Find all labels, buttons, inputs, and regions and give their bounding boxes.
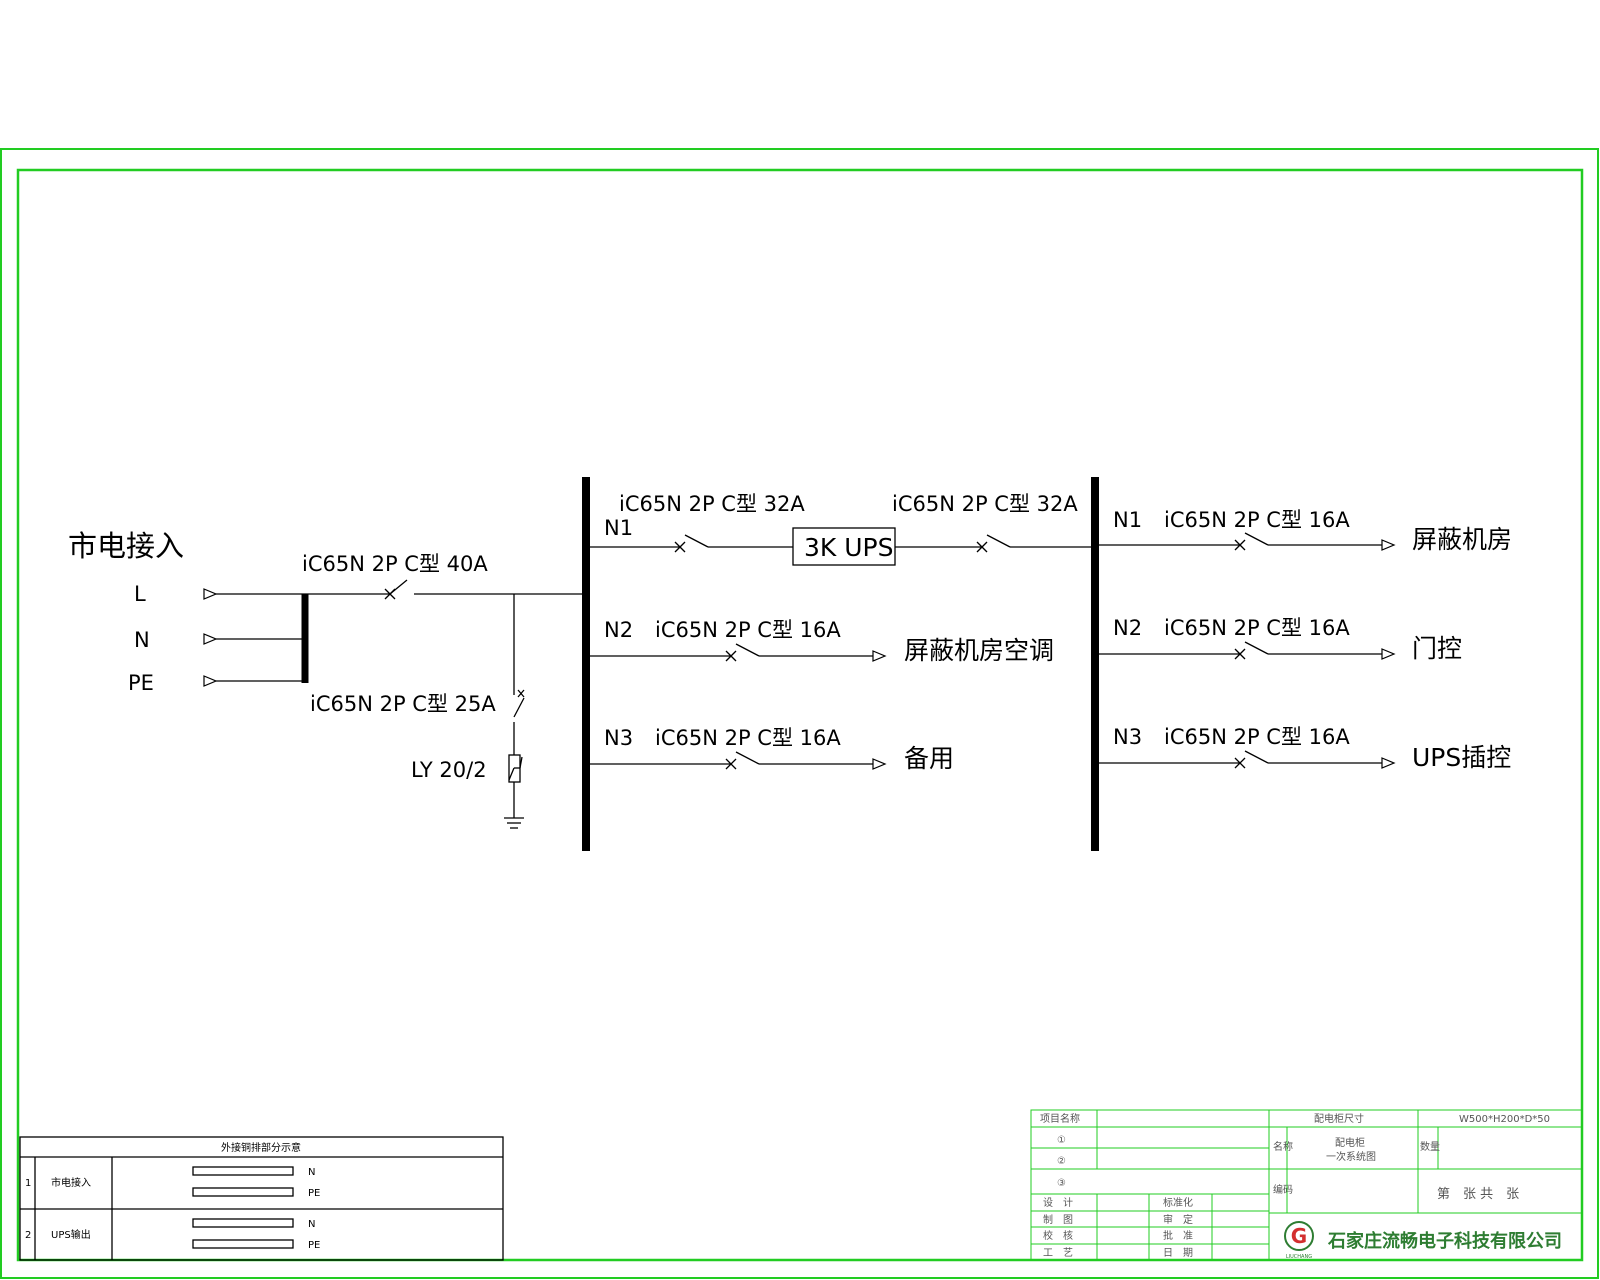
bus1-n2-load: 屏蔽机房空调 bbox=[904, 636, 1054, 665]
bus1-circuit-n2 bbox=[590, 643, 887, 662]
ups-label: 3K UPS bbox=[804, 533, 894, 562]
bus2-n1-breaker: iC65N 2P C型 16A bbox=[1164, 508, 1350, 532]
main-breaker bbox=[216, 579, 586, 600]
bus2-n2-id: N2 bbox=[1113, 616, 1142, 640]
tb-name-value-2: 一次系统图 bbox=[1326, 1150, 1376, 1163]
title-block-grid bbox=[1030, 1109, 1583, 1261]
tb-item-1: ① bbox=[1057, 1135, 1066, 1146]
company-name: 石家庄流畅电子科技有限公司 bbox=[1327, 1230, 1562, 1252]
tb-role-check: 校 核 bbox=[1043, 1229, 1073, 1242]
bus1-n3-id: N3 bbox=[604, 726, 633, 750]
svg-text:LIUCHANG: LIUCHANG bbox=[1286, 1254, 1312, 1260]
ground-symbol bbox=[504, 782, 524, 829]
inner-frame bbox=[16, 168, 1584, 1262]
tb-role-process: 工 艺 bbox=[1043, 1247, 1073, 1259]
copper-row1-bar2: PE bbox=[308, 1188, 320, 1199]
copper-row2-bar2: PE bbox=[308, 1240, 320, 1251]
tb-item-3: ③ bbox=[1057, 1178, 1066, 1189]
copper-table-title: 外接铜排部分示意 bbox=[221, 1141, 301, 1154]
bus1-n2-arrow bbox=[872, 650, 887, 662]
phase-n-label: N bbox=[134, 628, 150, 652]
copper-row1-bar1: N bbox=[308, 1167, 315, 1178]
phase-pe-label: PE bbox=[128, 671, 154, 695]
copper-table bbox=[19, 1136, 504, 1261]
surge-protector bbox=[508, 754, 523, 783]
tb-sheet-label: 第 张 共 张 bbox=[1437, 1187, 1519, 1202]
bus1-n1-id: N1 bbox=[604, 516, 633, 540]
copper-row1-name: 市电接入 bbox=[51, 1176, 91, 1189]
bus2-n1-arrow bbox=[1381, 539, 1396, 551]
bus2-n3-load: UPS插控 bbox=[1412, 743, 1511, 772]
spd-breaker-label: iC65N 2P C型 25A bbox=[310, 692, 496, 716]
svg-text:G: G bbox=[1291, 1224, 1307, 1248]
bus2-n3-breaker: iC65N 2P C型 16A bbox=[1164, 725, 1350, 749]
bus1-circuit-n1 bbox=[590, 527, 1094, 566]
phase-l-terminal bbox=[203, 588, 218, 600]
outer-frame bbox=[0, 148, 1599, 1279]
company-logo: G LIUCHANG bbox=[1284, 1221, 1314, 1260]
copper-row2-name: UPS输出 bbox=[51, 1228, 91, 1241]
spd-label: LY 20/2 bbox=[411, 758, 487, 782]
bus2-n1-load: 屏蔽机房 bbox=[1412, 525, 1512, 554]
bus2-n3-arrow bbox=[1381, 757, 1396, 769]
bus1-circuit-n3 bbox=[590, 751, 887, 770]
bus1-n3-load: 备用 bbox=[904, 744, 954, 773]
main-breaker-label: iC65N 2P C型 40A bbox=[302, 552, 488, 576]
tb-role-approve: 批 准 bbox=[1163, 1229, 1193, 1242]
bus2-circuit-n2 bbox=[1099, 641, 1396, 660]
tb-name-value-1: 配电柜 bbox=[1335, 1136, 1365, 1149]
spd-branch bbox=[513, 594, 525, 755]
source-title: 市电接入 bbox=[68, 529, 184, 563]
bus1-n2-id: N2 bbox=[604, 618, 633, 642]
tb-item-2: ② bbox=[1057, 1156, 1066, 1167]
bus2-n2-arrow bbox=[1381, 648, 1396, 660]
tb-role-standard: 标准化 bbox=[1163, 1196, 1193, 1209]
tb-code-label: 编码 bbox=[1273, 1183, 1293, 1196]
tb-role-date: 日 期 bbox=[1163, 1247, 1193, 1259]
tb-role-review: 审 定 bbox=[1163, 1213, 1193, 1226]
bus1-n3-arrow bbox=[872, 758, 887, 770]
bus2-n1-id: N1 bbox=[1113, 508, 1142, 532]
bus2-n2-load: 门控 bbox=[1412, 634, 1462, 663]
tb-qty-label: 数量 bbox=[1420, 1140, 1440, 1153]
tb-project-label: 项目名称 bbox=[1040, 1112, 1080, 1125]
tb-role-draw: 制 图 bbox=[1043, 1213, 1073, 1226]
copper-row1-no: 1 bbox=[25, 1178, 31, 1189]
bus2-circuit-n1 bbox=[1099, 532, 1396, 551]
bus1-n1-breaker-out: iC65N 2P C型 32A bbox=[892, 492, 1078, 516]
tb-size-value: W500*H200*D*50 bbox=[1459, 1114, 1550, 1125]
bus2-n2-breaker: iC65N 2P C型 16A bbox=[1164, 616, 1350, 640]
phase-l-label: L bbox=[134, 582, 146, 606]
tb-size-label: 配电柜尺寸 bbox=[1314, 1112, 1364, 1125]
copper-row2-bar1: N bbox=[308, 1219, 315, 1230]
copper-row2-no: 2 bbox=[25, 1230, 31, 1241]
tb-role-design: 设 计 bbox=[1043, 1196, 1073, 1209]
bus2-n3-id: N3 bbox=[1113, 725, 1142, 749]
bus1-n1-breaker-in: iC65N 2P C型 32A bbox=[619, 492, 805, 516]
phase-pe-terminal bbox=[203, 675, 218, 687]
tb-name-label: 名称 bbox=[1273, 1140, 1293, 1153]
bus1-n2-breaker: iC65N 2P C型 16A bbox=[655, 618, 841, 642]
bus1-n3-breaker: iC65N 2P C型 16A bbox=[655, 726, 841, 750]
bus2-circuit-n3 bbox=[1099, 750, 1396, 769]
phase-n-terminal bbox=[203, 633, 218, 645]
